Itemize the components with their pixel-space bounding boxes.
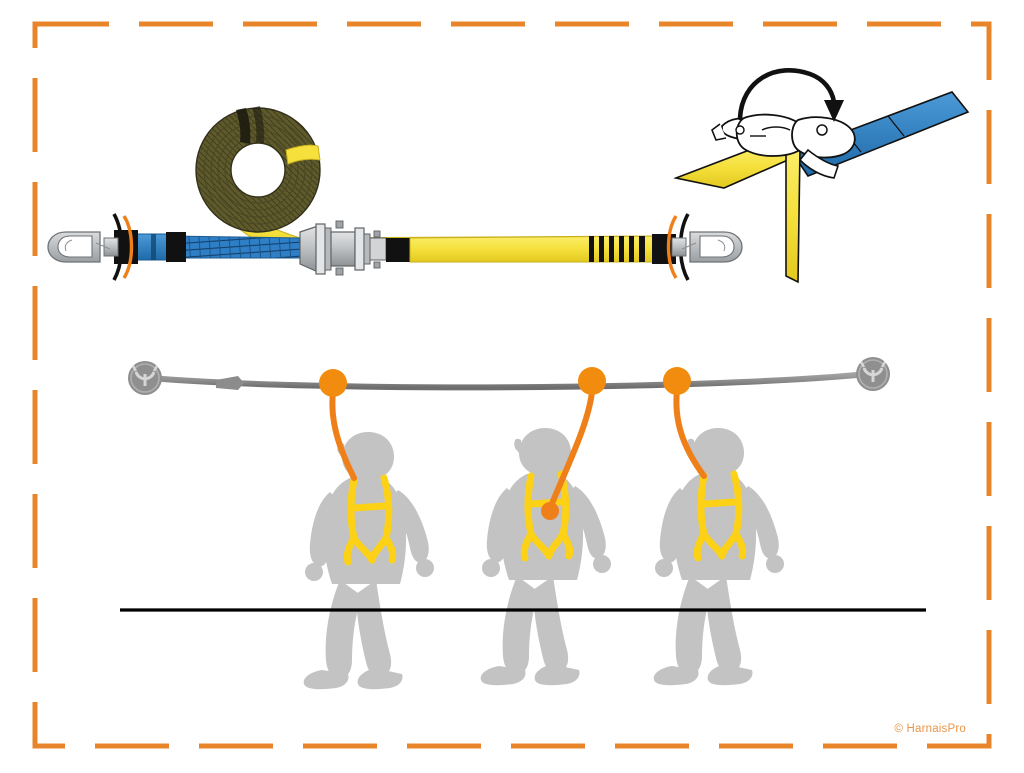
worker-lanyard bbox=[548, 389, 595, 509]
left-orange-arc-marker bbox=[112, 213, 134, 281]
lifeline-in-use-scene bbox=[120, 357, 926, 690]
worker-silhouette bbox=[653, 428, 784, 686]
worker-lanyard bbox=[329, 389, 357, 481]
worker-left bbox=[303, 369, 434, 690]
ratchet-buckle-detail bbox=[711, 113, 856, 179]
lifeline-assembly-detail bbox=[47, 106, 743, 281]
dashed-orange-frame bbox=[32, 21, 992, 749]
ratchet-tensioner bbox=[299, 220, 412, 276]
coiled-webbing-reserve bbox=[195, 106, 321, 233]
worker-harness bbox=[343, 474, 397, 566]
horizontal-lifeline-cable bbox=[147, 371, 871, 391]
sternal-d-ring bbox=[541, 502, 559, 520]
closing-motion-arrow bbox=[737, 68, 844, 122]
left-anchor-plate bbox=[128, 361, 162, 395]
right-anchor-plate bbox=[856, 357, 890, 391]
worker-right bbox=[653, 367, 784, 686]
lanyard-node-3 bbox=[663, 367, 691, 395]
left-snap-hook bbox=[47, 231, 119, 263]
copyright-credit: © HarnaisPro bbox=[894, 723, 966, 735]
wear-indicator-stripes bbox=[589, 234, 676, 264]
right-snap-hook bbox=[671, 231, 743, 263]
worker-harness bbox=[693, 470, 747, 562]
yellow-tail-detail bbox=[785, 147, 801, 284]
lanyard-node-1 bbox=[319, 369, 347, 397]
worker-middle bbox=[480, 367, 611, 686]
ratchet-closing-detail bbox=[673, 68, 970, 284]
cable-tensioner-fitting bbox=[216, 376, 244, 390]
lanyard-node-2 bbox=[578, 367, 606, 395]
worker-lanyard bbox=[673, 387, 707, 479]
energy-absorber bbox=[114, 230, 301, 264]
